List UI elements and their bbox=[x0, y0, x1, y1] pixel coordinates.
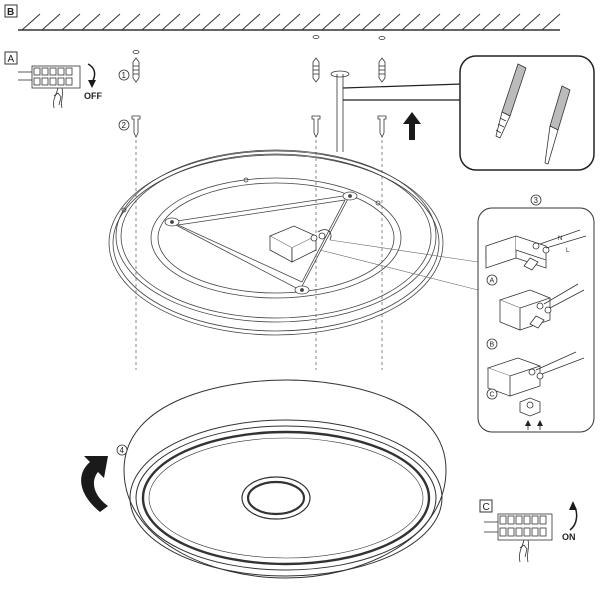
drill-bit-icon bbox=[495, 63, 527, 139]
step-4-circle bbox=[116, 444, 128, 456]
switch-on-label: ON bbox=[562, 532, 576, 542]
switch-off-label: OFF bbox=[84, 91, 102, 101]
mounting-plate bbox=[108, 149, 444, 336]
panel-a-box bbox=[4, 51, 18, 65]
callout-pointer bbox=[342, 83, 463, 89]
drill-callout bbox=[342, 55, 595, 171]
ceiling: B bbox=[4, 4, 561, 31]
option-b-label: B bbox=[490, 342, 495, 349]
option-a bbox=[485, 229, 587, 271]
callout-box bbox=[459, 55, 595, 171]
option-b-circle bbox=[486, 338, 498, 350]
panel-b-label: B bbox=[7, 7, 14, 18]
step-2-number: 2 bbox=[122, 121, 127, 130]
step-4: 4 bbox=[116, 444, 128, 456]
panel-c-label: C bbox=[483, 502, 490, 513]
plate-terminal-box bbox=[269, 225, 332, 263]
option-a-circle bbox=[486, 274, 498, 286]
switch-on-arrowhead-icon bbox=[569, 501, 577, 510]
ceiling-hatching bbox=[21, 13, 561, 31]
switch-off-arrow-icon bbox=[87, 63, 96, 83]
panel-a-terminal-off: A OFF bbox=[4, 51, 102, 109]
option-a-label: A bbox=[490, 278, 495, 285]
leader-lines bbox=[319, 239, 479, 291]
terminal-block-a bbox=[18, 65, 81, 109]
rotate-arrow-icon bbox=[81, 456, 108, 512]
panel-b-box bbox=[4, 4, 18, 18]
step-2-circle bbox=[118, 119, 130, 131]
panel-a-label: A bbox=[8, 54, 15, 65]
power-cable bbox=[330, 70, 350, 152]
lamp-cover bbox=[123, 379, 447, 579]
screwdriver-icon bbox=[544, 85, 571, 165]
wall-anchors bbox=[132, 35, 386, 83]
step-2: 2 bbox=[118, 119, 130, 131]
panel-c-terminal-on: C ON bbox=[479, 499, 578, 563]
step-3-number: 3 bbox=[534, 196, 539, 205]
wire-l-label: L bbox=[566, 248, 570, 254]
step-4-number: 4 bbox=[120, 446, 125, 455]
option-b bbox=[498, 283, 585, 331]
step-1-circle bbox=[118, 69, 130, 81]
step-1-number: 1 bbox=[122, 71, 127, 80]
terminal-block-c bbox=[484, 513, 553, 563]
option-c-label: C bbox=[490, 392, 495, 399]
option-c-circle bbox=[486, 388, 498, 400]
step-3-circle bbox=[530, 194, 542, 206]
step-1: 1 bbox=[118, 69, 130, 81]
switch-off-arrowhead-icon bbox=[88, 80, 96, 88]
connection-options: 3 A N L B bbox=[477, 194, 595, 433]
up-arrow-icon bbox=[403, 112, 421, 140]
small-arrows-icon bbox=[525, 420, 543, 430]
wire-n-label: N bbox=[558, 236, 562, 242]
center-ring bbox=[241, 476, 311, 520]
panel-c-box bbox=[479, 499, 493, 513]
screws bbox=[131, 115, 387, 138]
option-c bbox=[486, 351, 585, 417]
